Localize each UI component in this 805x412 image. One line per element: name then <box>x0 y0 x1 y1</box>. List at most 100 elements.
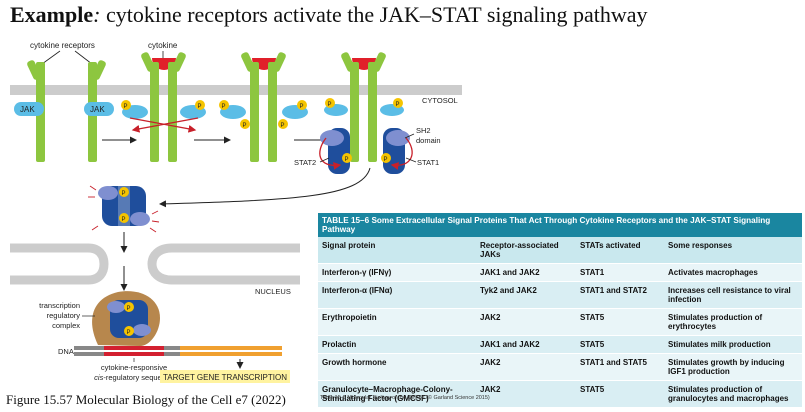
phosphate-icon <box>124 302 134 312</box>
nuclear-envelope-left <box>10 243 109 285</box>
dna-strand <box>164 352 180 356</box>
table-cell: Interferon-α (IFNα) <box>318 281 476 309</box>
phosphate-icon <box>297 100 307 110</box>
phosphate-icon <box>325 98 335 108</box>
table-cell: Prolactin <box>318 335 476 354</box>
table-cell: Stimulates production of granulocytes an… <box>664 380 802 407</box>
table-row: Interferon-α (IFNα) Tyk2 and JAK2 STAT1 … <box>318 281 802 309</box>
table-row: Prolactin JAK1 and JAK2 STAT5 Stimulates… <box>318 335 802 354</box>
phosphate-label: P <box>281 123 285 129</box>
stat2-protein <box>320 128 350 174</box>
phosphate-icon <box>278 119 288 129</box>
title-text: cytokine receptors activate the JAK–STAT… <box>105 2 648 27</box>
table-cell: Erythropoietin <box>318 308 476 336</box>
table-cell: Stimulates milk production <box>664 335 802 354</box>
figure-caption: Figure 15.57 Molecular Biology of the Ce… <box>6 392 286 407</box>
cis-label-1: cytokine-responsive <box>101 363 167 372</box>
phosphate-icon <box>240 119 250 129</box>
title-example: Example <box>10 2 94 27</box>
table-cell: JAK2 <box>476 308 576 336</box>
table-cell: Interferon-γ (IFNγ) <box>318 263 476 282</box>
phosphate-label: P <box>198 104 202 110</box>
target-transcription-box <box>160 370 290 383</box>
stat-dimer-bound <box>107 300 151 338</box>
phosphate-label: P <box>328 102 332 108</box>
cis-rest: -regulatory sequence <box>103 373 173 382</box>
cytokine-label: cytokine <box>148 41 178 50</box>
table-cell: STAT5 <box>576 335 664 354</box>
title-colon: : <box>93 2 106 27</box>
table-title: TABLE 15–6 Some Extracellular Signal Pro… <box>318 213 802 237</box>
table-cell: STAT1 <box>576 263 664 282</box>
target-gene <box>180 346 282 350</box>
receptor-dimer <box>141 52 186 162</box>
phosphate-label: P <box>243 123 247 129</box>
table: TABLE 15–6 Some Extracellular Signal Pro… <box>318 213 802 407</box>
sh2-domain-label: SH2 <box>416 126 431 135</box>
phosphate-label: P <box>127 306 131 312</box>
sh2-domain-label-2: domain <box>416 136 441 145</box>
target-gene <box>180 352 282 356</box>
phosphate-icon <box>342 153 352 163</box>
table-cell: Tyk2 and JAK2 <box>476 281 576 309</box>
table-cell: Granulocyte–Macrophage-Colony-Stimulatin… <box>318 380 476 407</box>
phosphate-label: P <box>300 104 304 110</box>
activation-rays <box>88 185 160 233</box>
cytosol-label: CYTOSOL <box>422 96 458 105</box>
nucleus-label: NUCLEUS <box>255 287 291 296</box>
phosphate-icon <box>393 98 403 108</box>
arrow <box>159 167 371 208</box>
table-row: Granulocyte–Macrophage-Colony-Stimulatin… <box>318 380 802 407</box>
jak-label: JAK <box>90 105 105 114</box>
cytokine-receptors-label: cytokine receptors <box>30 41 95 50</box>
phosphorylation-arrow <box>390 137 413 170</box>
table-cell: STAT5 <box>576 380 664 407</box>
table-title-text: Some Extracellular Signal Proteins That … <box>322 216 771 234</box>
complex-label-1: transcription <box>39 301 80 310</box>
column-header: Signal protein <box>318 237 476 264</box>
phosphate-label: P <box>396 102 400 108</box>
pointer-line <box>405 157 417 163</box>
table-number: TABLE 15–6 <box>322 216 370 225</box>
phosphate-label: P <box>345 157 349 163</box>
jak-left <box>14 102 44 116</box>
phosphate-icon <box>119 187 129 197</box>
column-header: STATs activated <box>576 237 664 264</box>
phosphate-icon <box>381 153 391 163</box>
phosphate-label: P <box>384 157 388 163</box>
table-row: Growth hormone JAK2 STAT1 and STAT5 Stim… <box>318 353 802 381</box>
column-header: Some responses <box>664 237 802 264</box>
phosphate-label: P <box>122 191 126 197</box>
phosphate-icon <box>121 100 131 110</box>
complex-label-2: regulatory <box>47 311 81 320</box>
table-cell: STAT5 <box>576 308 664 336</box>
receptor-dimer <box>241 52 286 162</box>
pointer-line <box>74 50 93 65</box>
cis-italic: cis <box>94 373 103 382</box>
pointer-line <box>319 157 330 163</box>
dna-strand <box>164 346 180 350</box>
table-cell: Growth hormone <box>318 353 476 381</box>
phosphate-icon <box>119 213 129 223</box>
table-cell: Activates macrophages <box>664 263 802 282</box>
phosphate-icon <box>124 326 134 336</box>
table-cell: Stimulates growth by inducing IGF1 produ… <box>664 353 802 381</box>
table-caption: Table 15-6 Molecular Biology of the Cell… <box>320 395 490 401</box>
table-cell: STAT1 and STAT2 <box>576 281 664 309</box>
signal-protein-table: TABLE 15–6 Some Extracellular Signal Pro… <box>318 213 802 407</box>
pointer-line <box>404 133 415 139</box>
phosphate-icon <box>219 100 229 110</box>
plasma-membrane <box>10 85 462 95</box>
table-cell: JAK1 and JAK2 <box>476 263 576 282</box>
phosphate-label: P <box>122 217 126 223</box>
table-cell: Increases cell resistance to viral infec… <box>664 281 802 309</box>
table-cell: Stimulates production of erythrocytes <box>664 308 802 336</box>
target-transcription-label: TARGET GENE TRANSCRIPTION <box>163 373 287 382</box>
nuclear-envelope-right <box>147 243 300 285</box>
table-row: Erythropoietin JAK2 STAT5 Stimulates pro… <box>318 308 802 336</box>
jak-right <box>84 102 114 116</box>
table-cell: JAK2 <box>476 353 576 381</box>
phosphorylation-arrow <box>319 137 342 170</box>
phosphate-label: P <box>222 104 226 110</box>
